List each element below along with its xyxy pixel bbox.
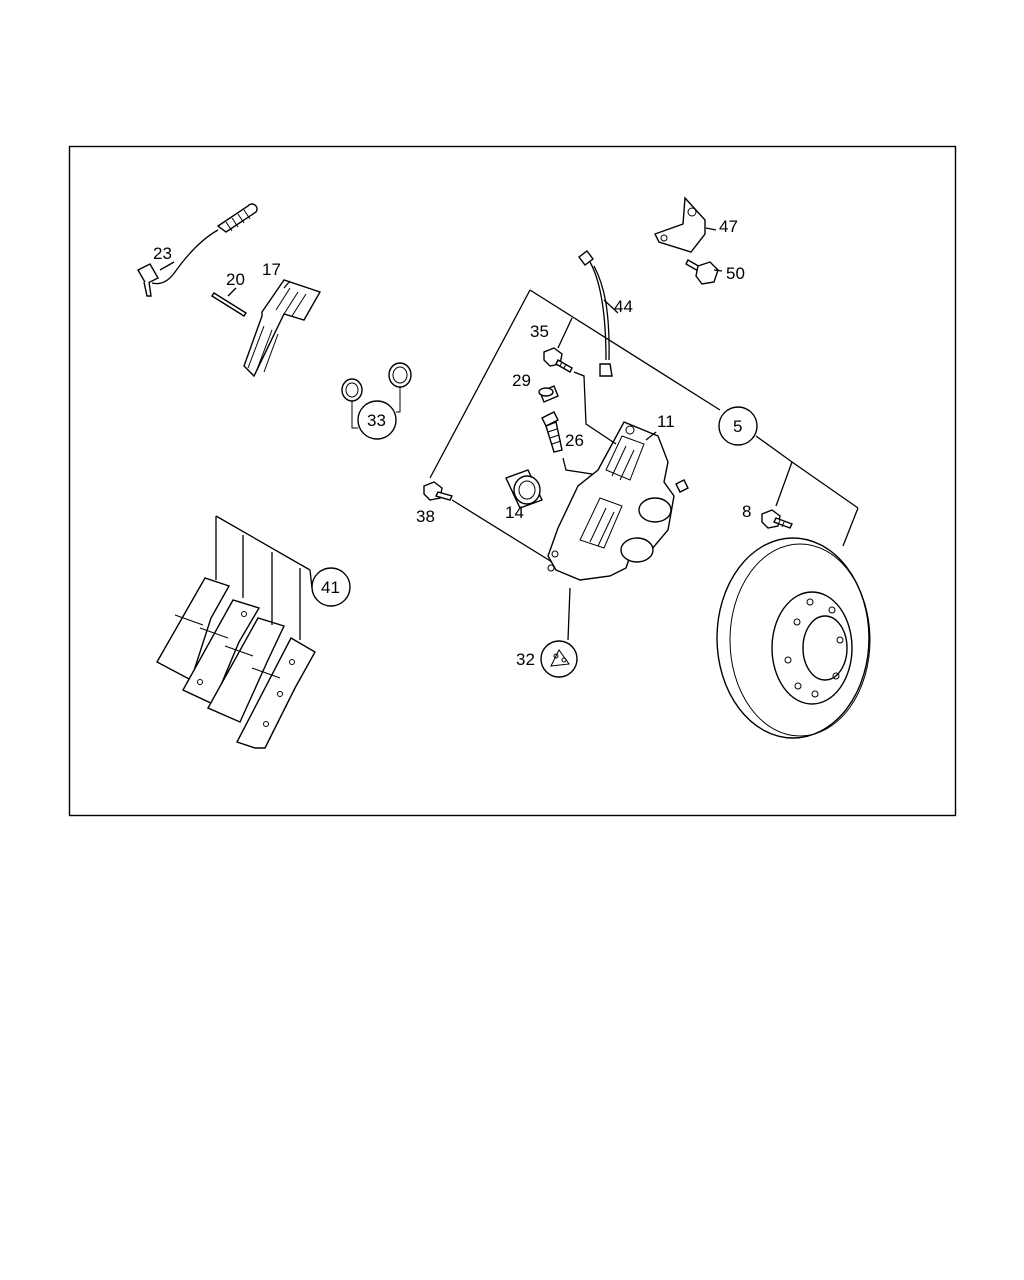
part-44-brake-hose [578, 250, 613, 377]
part-17-spring-clip [243, 279, 322, 378]
callout-29: 29 [512, 371, 531, 390]
diagram-frame [68, 145, 957, 817]
part-38-bolt [423, 481, 454, 501]
part-35-bolt [543, 347, 573, 373]
callout-5-circle [718, 406, 758, 446]
part-11-caliper [547, 421, 689, 581]
callout-14: 14 [505, 503, 524, 522]
callout-17: 17 [262, 260, 281, 279]
part-47-bracket [654, 196, 706, 253]
callout-38: 38 [416, 507, 435, 526]
callout-23: 23 [153, 244, 172, 263]
callout-41-circle [311, 567, 351, 607]
callout-44: 44 [614, 297, 633, 316]
callout-11: 11 [657, 412, 675, 431]
callout-26: 26 [565, 431, 584, 450]
callout-50: 50 [726, 264, 745, 283]
part-33-seal-kit [341, 362, 412, 440]
part-14-piston [505, 469, 543, 509]
callout-35: 35 [530, 322, 549, 341]
part-8-bolt [761, 509, 793, 529]
part-29-cap [538, 385, 559, 403]
callout-20: 20 [226, 270, 245, 289]
part-5-brake-disc [716, 537, 871, 739]
part-41-brake-pads [156, 577, 316, 749]
part-50-bolt [685, 259, 719, 285]
callout-8: 8 [742, 502, 751, 521]
callout-5: 5 [733, 417, 742, 436]
part-32-cap [540, 640, 578, 678]
callout-47: 47 [719, 217, 738, 236]
part-23-wear-sensor [137, 203, 258, 297]
callout-32: 32 [516, 650, 535, 669]
part-26-bleeder [541, 411, 563, 453]
part-20-pin [211, 292, 247, 317]
callout-33: 33 [367, 411, 386, 430]
leader-lines [159, 227, 859, 641]
callout-41: 41 [321, 578, 340, 597]
